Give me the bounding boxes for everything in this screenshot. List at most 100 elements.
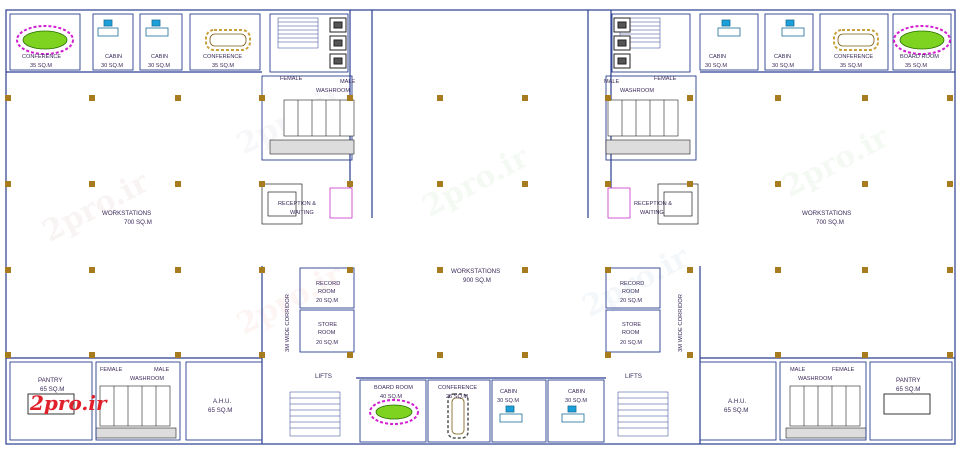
bottom-rooms [9, 361, 953, 443]
column-marker [687, 267, 693, 273]
room-area: 30 SQ.M [101, 63, 123, 69]
column-marker [687, 95, 693, 101]
column-marker [522, 181, 528, 187]
column-marker [522, 352, 528, 358]
room-label: WASHROOM [620, 88, 654, 94]
top-left-rooms [9, 13, 353, 161]
column-marker [175, 95, 181, 101]
room-area: 900 SQ.M [463, 277, 491, 284]
column-marker [259, 181, 265, 187]
room-label: LIFTS [315, 373, 332, 380]
column-marker [775, 352, 781, 358]
column-marker [947, 267, 953, 273]
column-marker [437, 352, 443, 358]
room-area: 35 SQ.M [212, 63, 234, 69]
column-marker [687, 181, 693, 187]
column-marker [175, 181, 181, 187]
room-labels: CONFERENCE 35 SQ.M CABIN 30 SQ.M CABIN 3… [22, 54, 939, 414]
room-label: WASHROOM [316, 88, 350, 94]
room-label: WASHROOM [798, 376, 832, 382]
column-marker [347, 181, 353, 187]
column-marker [775, 267, 781, 273]
room-label: PANTRY [896, 377, 921, 384]
column-marker [437, 181, 443, 187]
column-marker [687, 352, 693, 358]
room-label: MALE [790, 367, 806, 373]
site-logo: 2pro.ir [29, 391, 108, 415]
column-marker [775, 95, 781, 101]
room-area: 65 SQ.M [896, 386, 920, 393]
room-label: CABIN [568, 389, 585, 395]
logo: 2pro.ir [29, 391, 108, 415]
column-marker [5, 352, 11, 358]
room-label: PANTRY [38, 377, 63, 384]
room-label: WORKSTATIONS [102, 210, 151, 217]
room-label: A.H.U. [213, 398, 232, 405]
room-area: 700 SQ.M [816, 219, 844, 226]
room-label: CABIN [105, 54, 122, 60]
room-label: RECORD [316, 281, 340, 287]
washroom-stalls [95, 99, 867, 439]
room-label: ROOM [318, 330, 336, 336]
room-label: STORE [622, 322, 641, 328]
room-area: 20 SQ.M [316, 340, 338, 346]
column-marker [947, 181, 953, 187]
room-label: MALE [604, 79, 620, 85]
room-label: CABIN [500, 389, 517, 395]
room-label: MALE [340, 79, 356, 85]
room-label: A.H.U. [728, 398, 747, 405]
column-marker [522, 95, 528, 101]
room-label: CABIN [709, 54, 726, 60]
column-marker [862, 267, 868, 273]
room-area: 40 SQ.M [380, 394, 402, 400]
room-label: WAITING [290, 210, 314, 216]
column-marker [947, 352, 953, 358]
board-tables [16, 25, 951, 425]
room-label: WASHROOM [130, 376, 164, 382]
column-marker [605, 267, 611, 273]
cabin-desks [97, 19, 805, 423]
room-area: 20 SQ.M [316, 298, 338, 304]
room-label: ROOM [622, 289, 640, 295]
stairs [277, 17, 669, 437]
column-marker [522, 267, 528, 273]
structural-columns [5, 95, 953, 358]
room-label: MALE [154, 367, 170, 373]
room-area: 30 SQ.M [148, 63, 170, 69]
room-label: RECEPTION & [634, 201, 672, 207]
room-label: CONFERENCE [22, 54, 61, 60]
column-marker [5, 181, 11, 187]
room-label: FEMALE [654, 76, 677, 82]
elevator-shafts [329, 17, 631, 69]
room-label: CABIN [774, 54, 791, 60]
room-area: 30 SQ.M [772, 63, 794, 69]
column-marker [259, 352, 265, 358]
room-label: STORE [318, 322, 337, 328]
room-label: ROOM [622, 330, 640, 336]
room-area: 20 SQ.M [620, 340, 642, 346]
column-marker [862, 95, 868, 101]
room-label: FEMALE [280, 76, 303, 82]
room-area: 20 SQ.M [620, 298, 642, 304]
watermark-layer: 2pro.ir 2pro.ir 2pro.ir 2pro.ir 2pro.ir … [37, 77, 896, 342]
room-area: 35 SQ.M [840, 63, 862, 69]
top-right-rooms [605, 13, 952, 161]
watermark: 2pro.ir [777, 119, 896, 204]
room-label: ROOM [318, 289, 336, 295]
room-label: RECEPTION & [278, 201, 316, 207]
column-marker [89, 95, 95, 101]
column-marker [5, 95, 11, 101]
room-area: 30 SQ.M [565, 398, 587, 404]
room-label: BOARD ROOM [900, 54, 939, 60]
column-marker [5, 267, 11, 273]
conference-tables [205, 29, 879, 439]
column-marker [437, 267, 443, 273]
column-marker [437, 95, 443, 101]
column-marker [89, 181, 95, 187]
corridor-label: 3M WIDE CORRIDOR [678, 294, 684, 352]
room-area: 25 SQ.M [446, 394, 468, 400]
room-label: CONFERENCE [834, 54, 873, 60]
room-area: 35 SQ.M [30, 63, 52, 69]
room-label: WAITING [640, 210, 664, 216]
column-marker [259, 95, 265, 101]
